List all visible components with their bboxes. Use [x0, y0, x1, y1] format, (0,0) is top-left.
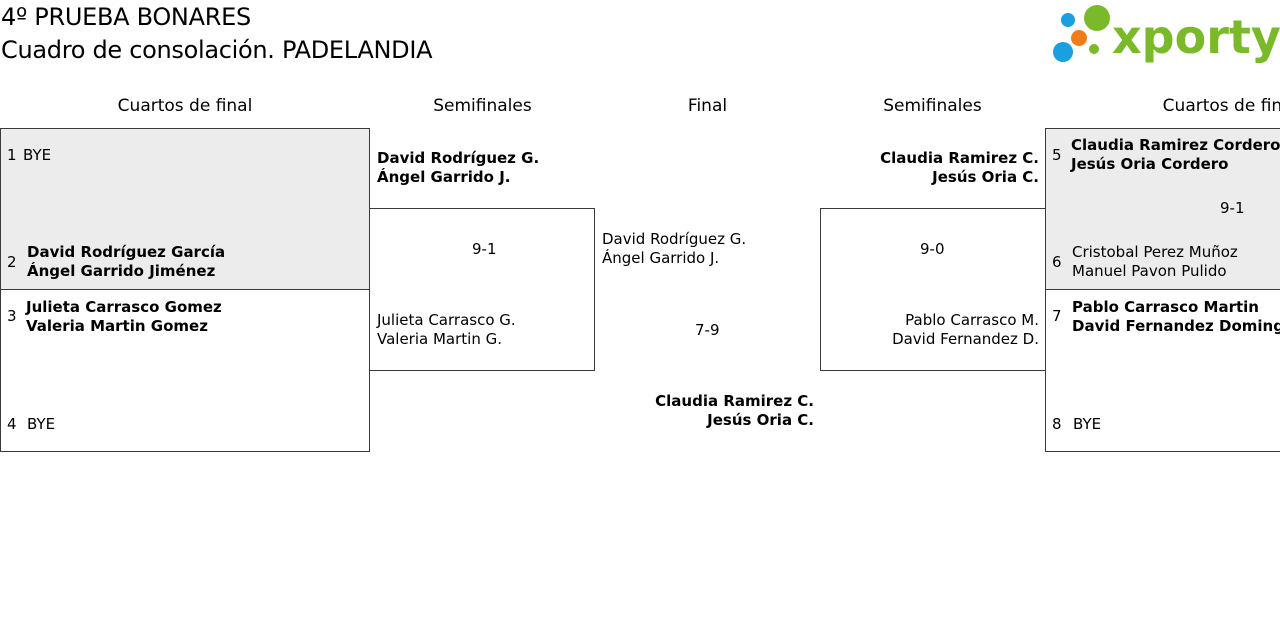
- team-name: Cristobal Perez Muñoz Manuel Pavon Pulid…: [1072, 243, 1238, 281]
- final-winner-team: Claudia Ramirez C. Jesús Oria C.: [600, 392, 814, 430]
- player-name: David Fernandez D.: [892, 330, 1039, 348]
- player-name: Julieta Carrasco Gomez: [26, 298, 222, 316]
- seed-number: 2: [7, 253, 17, 271]
- seed-number: 3: [7, 307, 17, 325]
- page-subtitle: Cuadro de consolación. PADELANDIA: [1, 36, 433, 64]
- player-name: David Fernandez Dominguez: [1072, 317, 1280, 335]
- seed-number: 6: [1052, 253, 1062, 271]
- score-sf-left: 9-1: [472, 240, 497, 258]
- player-name: Valeria Martin G.: [377, 330, 502, 348]
- team-name: David Rodríguez García Ángel Garrido Jim…: [27, 243, 225, 281]
- sf-left-top-team: David Rodríguez G. Ángel Garrido J.: [377, 149, 539, 187]
- logo-dot-orange: [1071, 30, 1087, 46]
- player-name: Valeria Martin Gomez: [26, 317, 208, 335]
- logo-dot-green-2: [1089, 44, 1099, 54]
- match-box-qf4: [1045, 289, 1280, 452]
- logo-dot-blue-2: [1053, 42, 1073, 62]
- score-sf-right: 9-0: [920, 240, 945, 258]
- team-name: Pablo Carrasco Martin David Fernandez Do…: [1072, 298, 1280, 336]
- seed-number: 7: [1052, 307, 1062, 325]
- seed-number: 1: [7, 146, 17, 164]
- team-name: BYE: [1073, 415, 1101, 434]
- player-name: Claudia Ramirez Cordero: [1071, 136, 1280, 154]
- player-name: Julieta Carrasco G.: [377, 311, 516, 329]
- round-header-left-qf: Cuartos de final: [117, 96, 253, 116]
- final-left-team: David Rodríguez G. Ángel Garrido J.: [602, 230, 746, 268]
- sf-right-top-team: Claudia Ramirez C. Jesús Oria C.: [820, 149, 1039, 187]
- logo-dot-blue: [1061, 13, 1075, 27]
- player-name: Claudia Ramirez C.: [655, 392, 814, 410]
- player-name: Pablo Carrasco M.: [905, 311, 1039, 329]
- round-header-right-qf: Cuartos de final: [1162, 96, 1280, 116]
- player-name: Claudia Ramirez C.: [880, 149, 1039, 167]
- score-final: 7-9: [695, 321, 720, 339]
- player-name: Jesús Oria C.: [932, 168, 1039, 186]
- player-name: Cristobal Perez Muñoz: [1072, 243, 1238, 261]
- player-name: BYE: [23, 146, 52, 164]
- seed-number: 8: [1052, 415, 1062, 433]
- player-name: David Rodríguez G.: [602, 230, 747, 248]
- seed-number: 4: [7, 415, 17, 433]
- player-name: Ángel Garrido J.: [602, 249, 720, 267]
- match-box-sf-right: [820, 208, 1046, 371]
- team-name: BYE: [27, 415, 55, 434]
- player-name: Ángel Garrido Jiménez: [27, 262, 216, 280]
- player-name: Jesús Oria Cordero: [1071, 155, 1229, 173]
- round-header-right-sf: Semifinales: [883, 96, 982, 116]
- sf-right-bottom-team: Pablo Carrasco M. David Fernandez D.: [820, 311, 1039, 349]
- match-box-qf1: [0, 128, 370, 290]
- match-box-sf-left: [369, 208, 595, 371]
- logo-text: xporty: [1112, 10, 1280, 64]
- team-name: Julieta Carrasco Gomez Valeria Martin Go…: [26, 298, 222, 336]
- page-title: 4º PRUEBA BONARES: [1, 3, 251, 31]
- round-header-final: Final: [687, 96, 728, 116]
- player-name: BYE: [1073, 415, 1102, 433]
- seed-number: 5: [1052, 146, 1062, 164]
- player-name: David Rodríguez García: [27, 243, 226, 261]
- xporty-logo: xporty: [1053, 5, 1280, 64]
- player-name: David Rodríguez G.: [377, 149, 540, 167]
- logo-dot-green: [1084, 5, 1110, 31]
- player-name: Ángel Garrido J.: [377, 168, 511, 186]
- sf-left-bottom-team: Julieta Carrasco G. Valeria Martin G.: [377, 311, 516, 349]
- player-name: BYE: [27, 415, 56, 433]
- team-name: Claudia Ramirez Cordero Jesús Oria Corde…: [1071, 136, 1280, 174]
- score-qf-right-top: 9-1: [1220, 199, 1245, 217]
- player-name: Pablo Carrasco Martin: [1072, 298, 1259, 316]
- player-name: Manuel Pavon Pulido: [1072, 262, 1227, 280]
- team-name: BYE: [23, 146, 51, 165]
- round-header-left-sf: Semifinales: [433, 96, 532, 116]
- player-name: Jesús Oria C.: [707, 411, 814, 429]
